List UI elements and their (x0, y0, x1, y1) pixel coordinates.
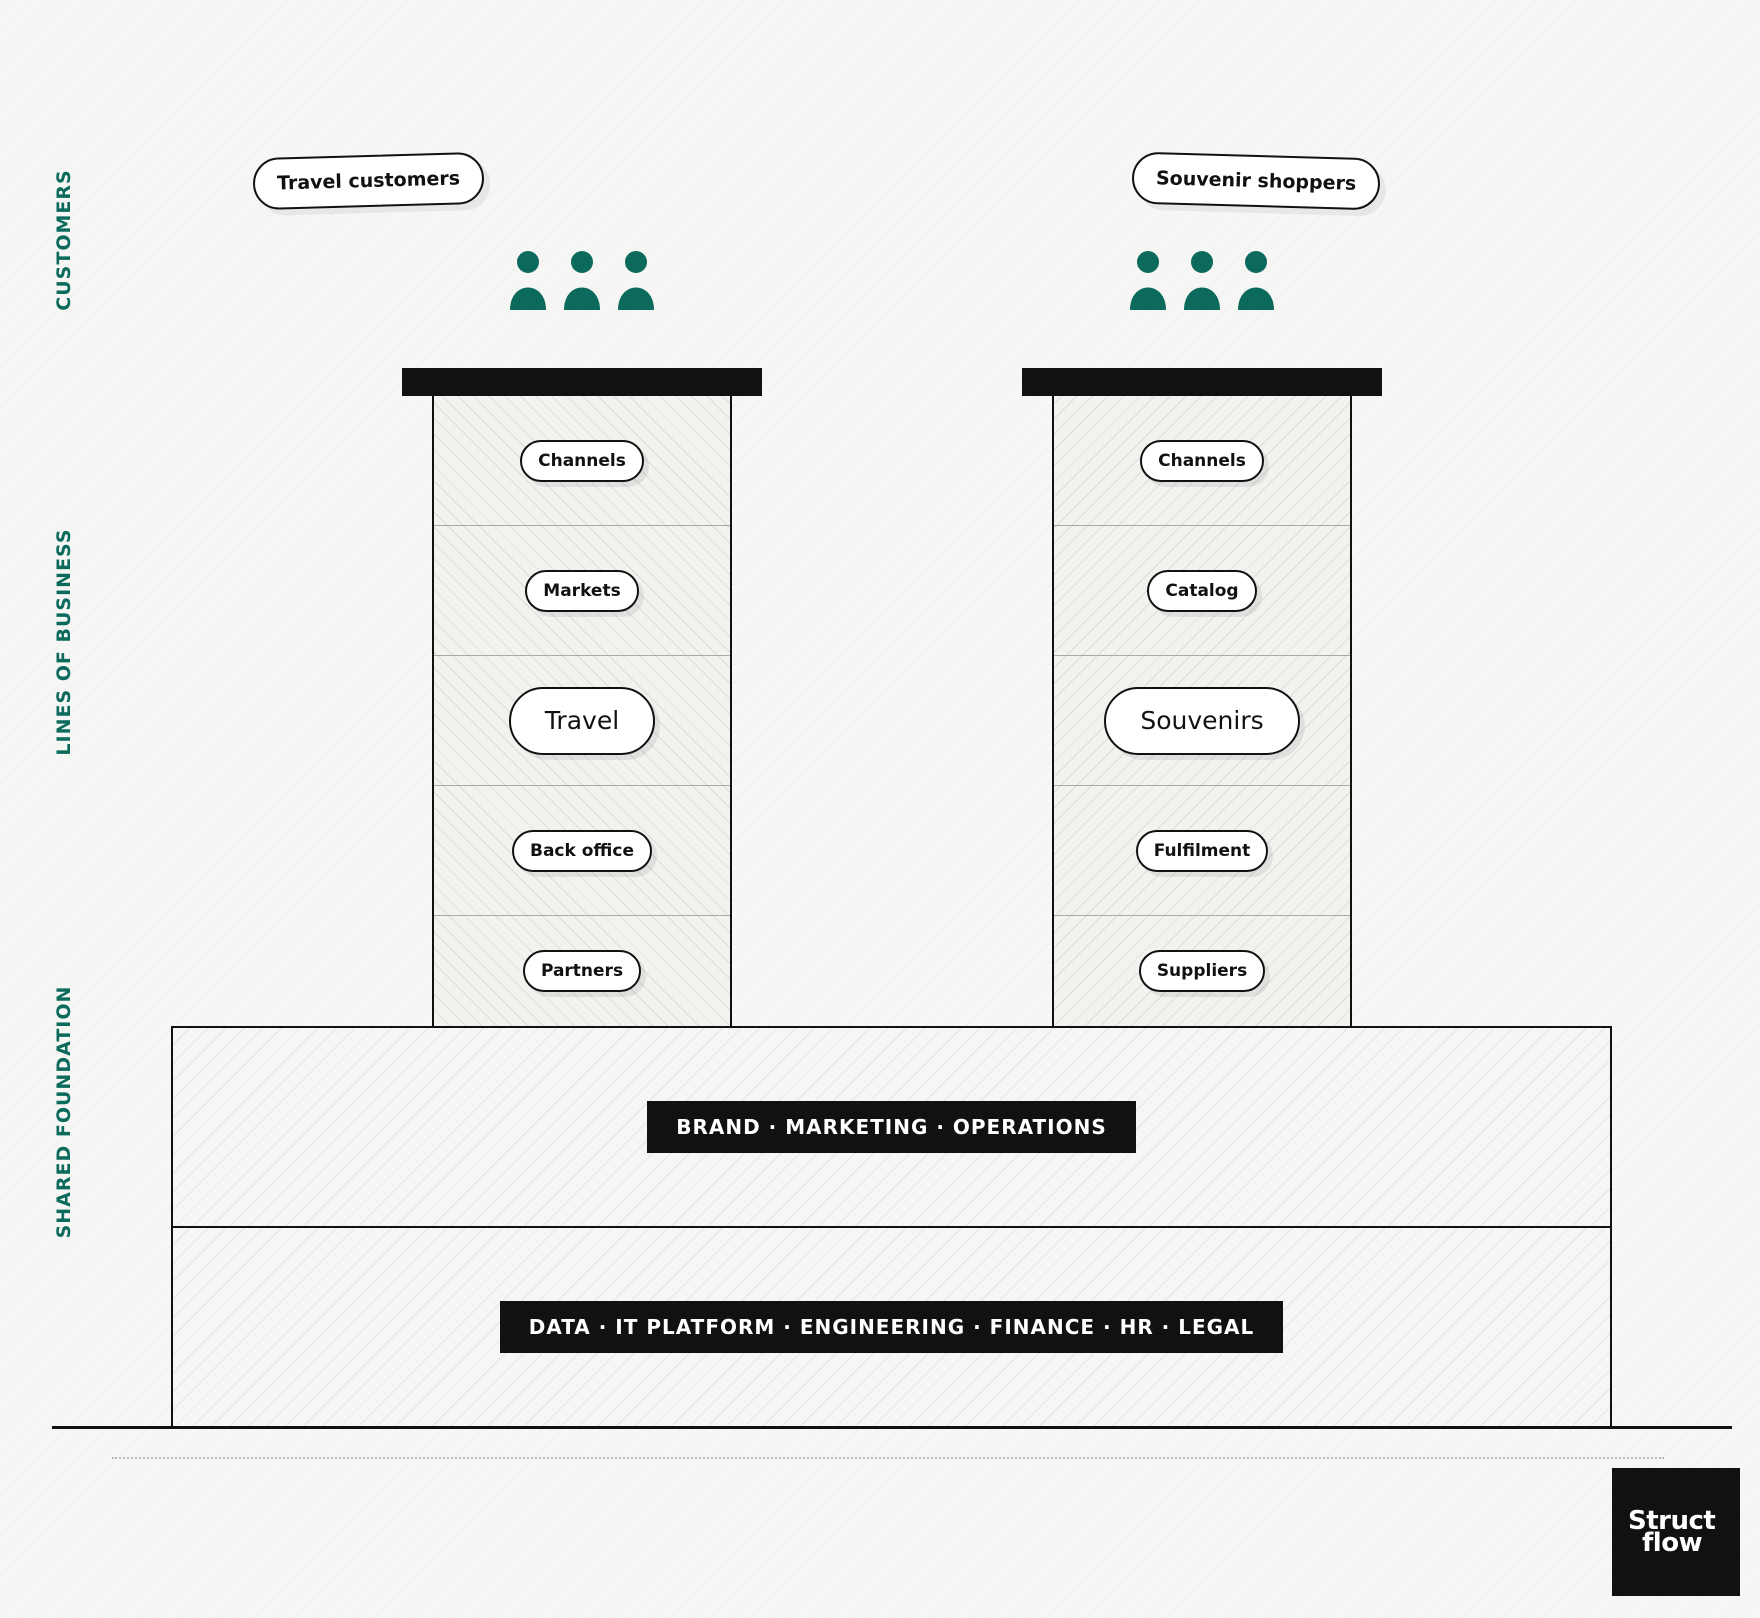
tower-layer: Catalog (1054, 526, 1350, 656)
people-group-icon (1128, 250, 1292, 314)
foundation-bar-top: BRAND · MARKETING · OPERATIONS (647, 1101, 1136, 1153)
foundation-bar-bottom: DATA · IT PLATFORM · ENGINEERING · FINAN… (499, 1301, 1284, 1353)
tower-souvenirs: Channels Catalog Souvenirs Fulfilment Su… (1022, 368, 1382, 1028)
layer-pill-channels: Channels (520, 439, 644, 482)
tower-layer: Partners (434, 916, 730, 1026)
layer-pill-channels: Channels (1140, 439, 1264, 482)
tower-cap (1022, 368, 1382, 396)
layer-pill-catalog: Catalog (1147, 569, 1257, 612)
logo-text: Struct (1628, 1505, 1716, 1536)
tower-layer: Souvenirs (1054, 656, 1350, 786)
tower-cap (402, 368, 762, 396)
foundation-platform: DATA · IT PLATFORM · ENGINEERING · FINAN… (171, 1226, 1612, 1428)
foundation-brand-marketing: BRAND · MARKETING · OPERATIONS (171, 1026, 1612, 1228)
layer-pill-souvenirs: Souvenirs (1104, 686, 1300, 755)
side-label-lines-of-business: LINES OF BUSINESS (53, 528, 75, 756)
dotted-divider (112, 1457, 1664, 1459)
tower-layer: Fulfilment (1054, 786, 1350, 916)
layer-pill-fulfilment: Fulfilment (1135, 829, 1269, 872)
structflow-logo: Struct flow (1612, 1468, 1740, 1596)
side-label-shared-foundation: SHARED FOUNDATION (53, 985, 75, 1239)
tower-layer: Back office (434, 786, 730, 916)
tower-layer: Markets (434, 526, 730, 656)
tower-travel: Channels Markets Travel Back office Part… (402, 368, 762, 1028)
logo-text: flow (1642, 1528, 1703, 1558)
tower-layer: Travel (434, 656, 730, 786)
tower-body: Channels Markets Travel Back office Part… (432, 396, 732, 1026)
tower-body: Channels Catalog Souvenirs Fulfilment Su… (1052, 396, 1352, 1026)
ground-line (52, 1426, 1732, 1429)
side-label-customers: CUSTOMERS (53, 169, 75, 311)
layer-pill-markets: Markets (525, 569, 639, 612)
tower-layer: Suppliers (1054, 916, 1350, 1026)
tower-layer: Channels (1054, 396, 1350, 526)
layer-pill-back-office: Back office (512, 829, 652, 872)
layer-pill-partners: Partners (522, 950, 642, 992)
customer-tag-souvenir: Souvenir shoppers (1131, 151, 1381, 211)
layer-pill-suppliers: Suppliers (1138, 950, 1266, 992)
layer-pill-travel: Travel (508, 686, 656, 755)
customer-tag-travel: Travel customers (252, 151, 485, 211)
tower-layer: Channels (434, 396, 730, 526)
people-group-icon (508, 250, 672, 314)
